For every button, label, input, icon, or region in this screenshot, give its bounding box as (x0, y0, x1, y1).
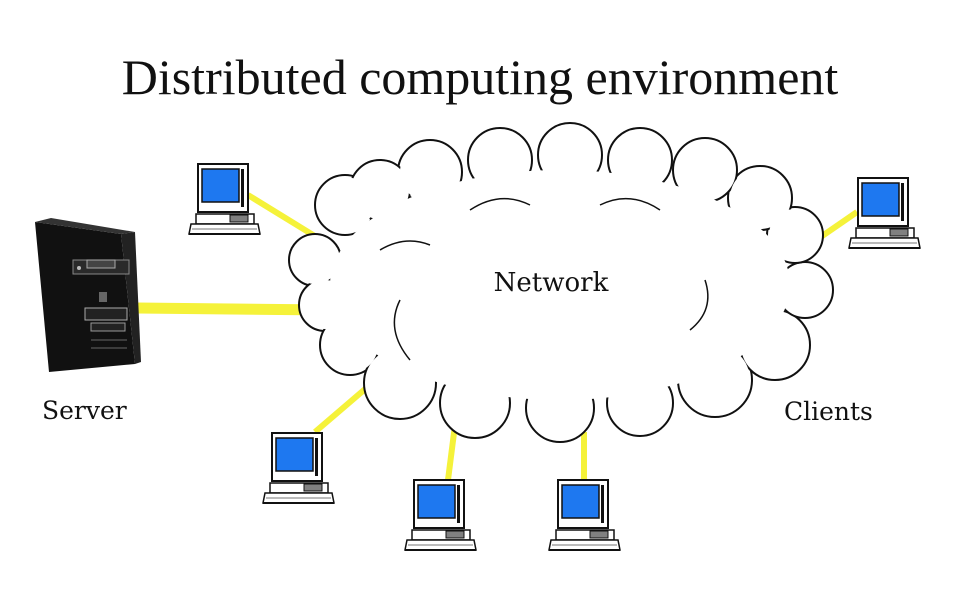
client-bottom-left-icon (262, 432, 335, 504)
server-tower-icon (35, 218, 141, 372)
link-client-top-left (246, 192, 320, 241)
link-server (136, 302, 331, 316)
cloud-inner-bumps (379, 197, 709, 361)
clients-label: Clients (784, 397, 873, 426)
client-right-icon (848, 177, 921, 249)
client-bottom-middle-icon (404, 479, 477, 551)
network-cloud-fill (291, 125, 831, 440)
client-bottom-right-icon (548, 479, 621, 551)
network-label: Network (494, 268, 609, 298)
link-client-bottom-middle (445, 424, 458, 481)
server-label: Server (42, 396, 127, 425)
diagram-title: Distributed computing environment (121, 49, 839, 105)
